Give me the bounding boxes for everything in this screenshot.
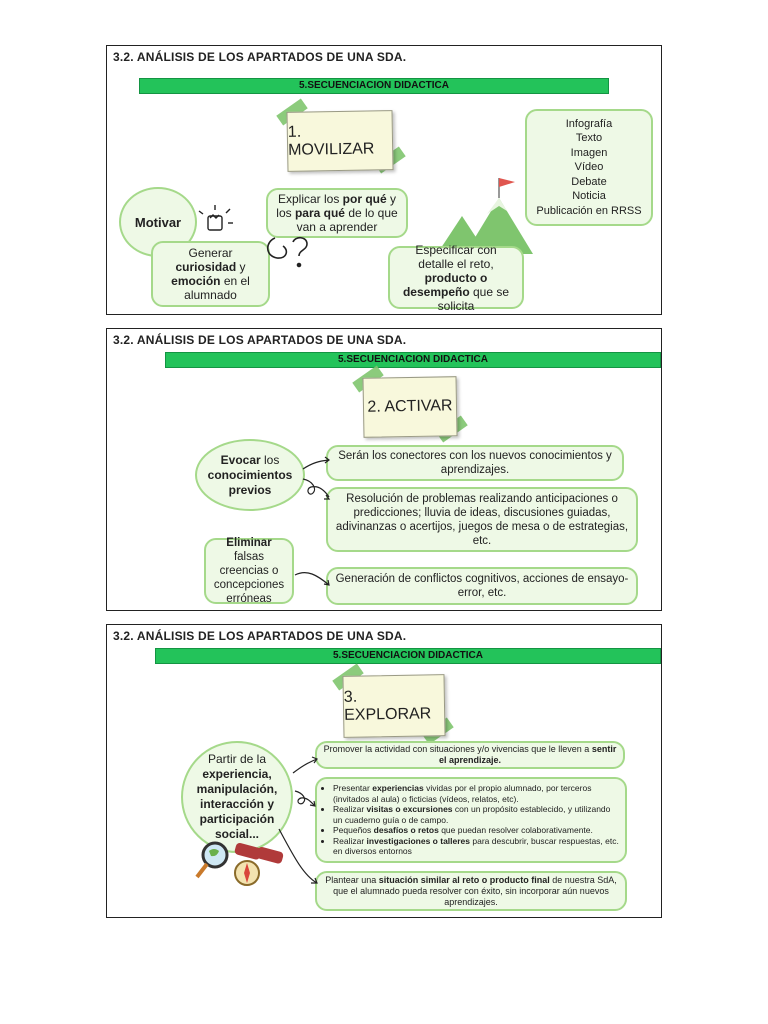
- generar-box: Generar curiosidad y emoción en el alumn…: [151, 241, 270, 307]
- idea-fist-icon: [198, 205, 233, 231]
- slide-explorar: 3.2. ANÁLISIS DE LOS APARTADOS DE UNA SD…: [106, 624, 662, 918]
- mountain-flag-icon: [437, 178, 533, 254]
- format-item: Texto: [575, 132, 603, 145]
- section-bar: 5.SECUENCIACION DIDACTICA: [139, 78, 609, 94]
- bullets-box: Presentar experiencias vividas por el pr…: [315, 777, 627, 863]
- format-item: Imagen: [570, 146, 608, 159]
- eliminar-box: Eliminar falsas creencias o concepciones…: [204, 537, 294, 605]
- format-item: Infografía: [565, 117, 613, 130]
- slide-activar: 3.2. ANÁLISIS DE LOS APARTADOS DE UNA SD…: [106, 328, 662, 611]
- connector-arrows: [278, 756, 318, 884]
- question-doodle-icon: [266, 236, 308, 268]
- conectores-box: Serán los conectores con los nuevos cono…: [326, 445, 624, 481]
- activity-list: Presentar experiencias vividas por el pr…: [323, 783, 619, 857]
- section-bar: 5.SECUENCIACION DIDACTICA: [155, 648, 661, 664]
- format-item: Vídeo: [574, 161, 604, 174]
- partir-bubble: Partir de la experiencia, manipulación, …: [181, 741, 293, 853]
- connector-arrows: [294, 456, 331, 586]
- section-bar: 5.SECUENCIACION DIDACTICA: [165, 352, 661, 368]
- list-item: Realizar investigaciones o talleres para…: [333, 836, 619, 857]
- format-item: Publicación en RRSS: [536, 204, 642, 217]
- format-item: Noticia: [572, 190, 606, 203]
- slide-title: 3.2. ANÁLISIS DE LOS APARTADOS DE UNA SD…: [113, 333, 407, 347]
- slide-title: 3.2. ANÁLISIS DE LOS APARTADOS DE UNA SD…: [113, 50, 407, 64]
- plantear-box: Plantear una situación similar al reto o…: [315, 871, 627, 911]
- list-item: Presentar experiencias vividas por el pr…: [333, 783, 619, 804]
- resolucion-box: Resolución de problemas realizando antic…: [326, 487, 638, 552]
- especificar-box: Especificar con detalle el reto, product…: [388, 243, 524, 313]
- list-item: Pequeños desafíos o retos que puedan res…: [333, 825, 619, 836]
- slide-movilizar: 3.2. ANÁLISIS DE LOS APARTADOS DE UNA SD…: [106, 45, 662, 315]
- promover-box: Promover la actividad con situaciones y/…: [315, 741, 625, 769]
- explore-tools-icon: [195, 841, 284, 886]
- generacion-box: Generación de conflictos cognitivos, acc…: [326, 567, 638, 605]
- explicar-box: Explicar los por qué y los para qué de l…: [266, 188, 408, 238]
- evocar-bubble: Evocar los conocimientos previos: [195, 439, 305, 511]
- formats-box: Infografía Texto Imagen Vídeo Debate Not…: [525, 109, 653, 226]
- motivar-label: Motivar: [134, 214, 182, 230]
- list-item: Realizar visitas o excursiones con un pr…: [333, 804, 619, 825]
- slide-title: 3.2. ANÁLISIS DE LOS APARTADOS DE UNA SD…: [113, 629, 407, 643]
- format-item: Debate: [571, 175, 607, 188]
